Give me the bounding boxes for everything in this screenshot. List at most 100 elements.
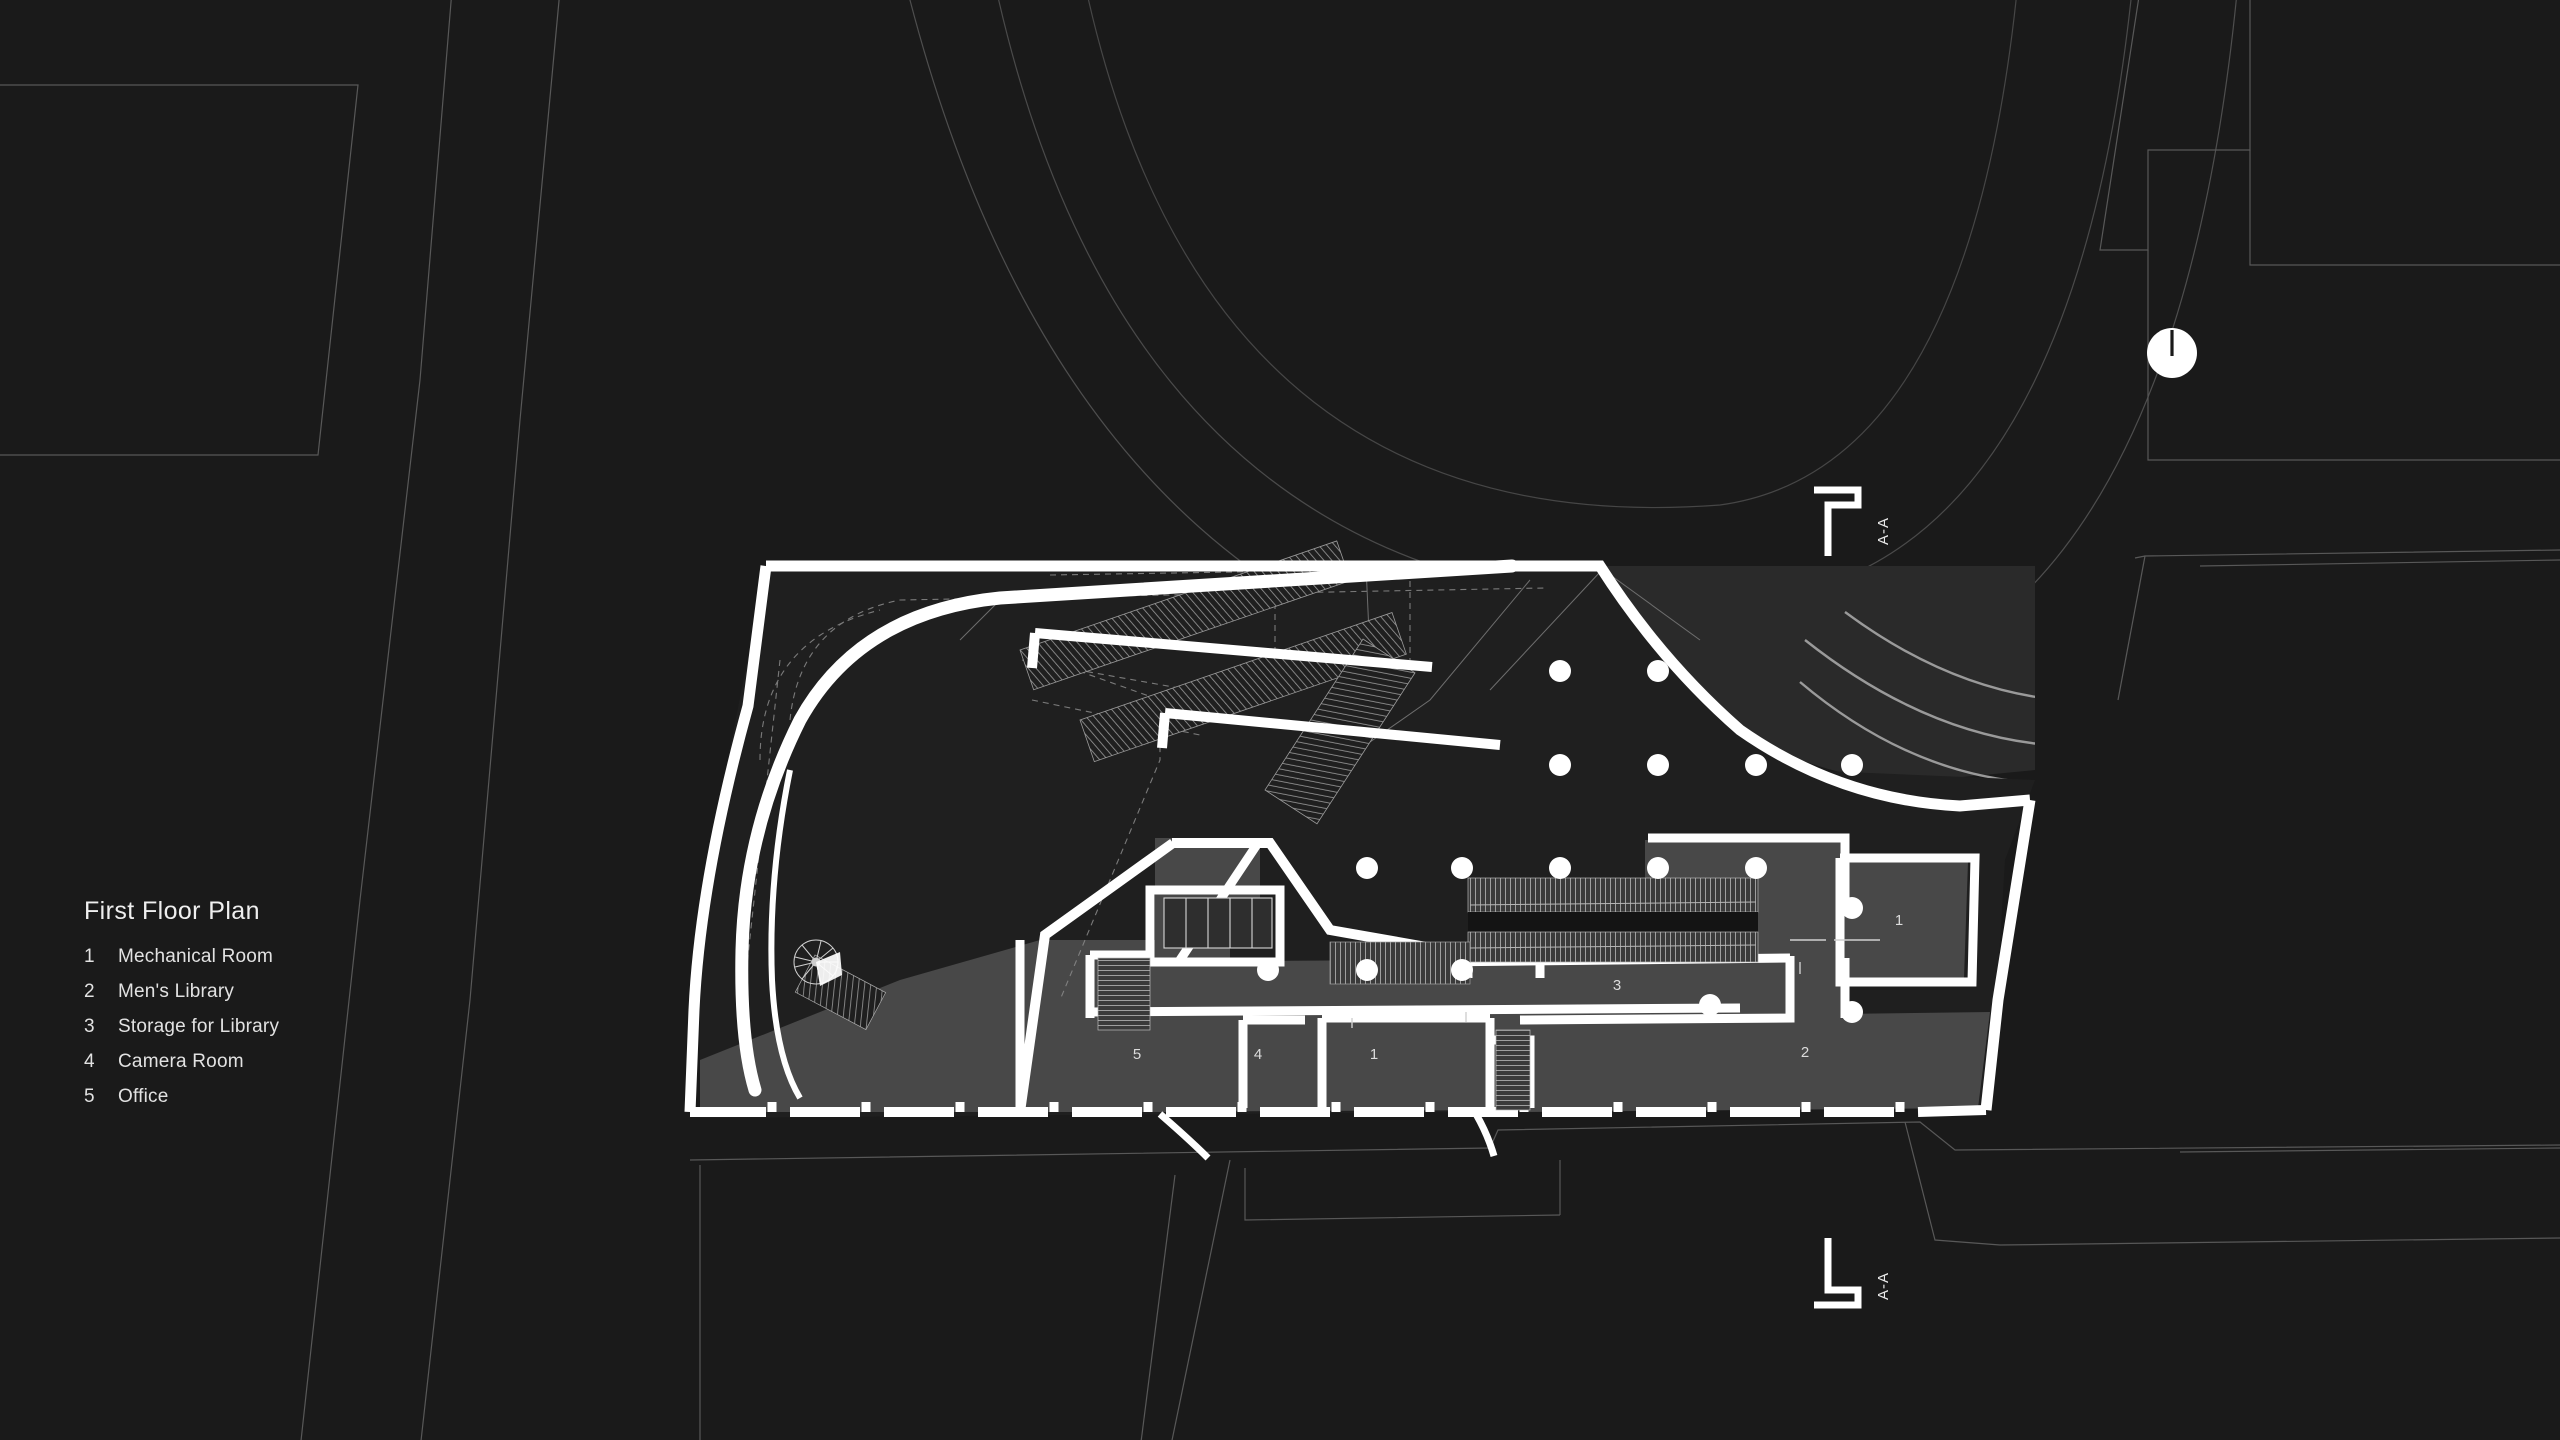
plan-room-tag: 1 <box>1895 912 1903 929</box>
legend-item-number: 1 <box>84 946 95 967</box>
wall-storage-east <box>1519 956 1795 1025</box>
legend-item-label: Storage for Library <box>118 1016 280 1037</box>
legend-item-label: Office <box>118 1086 169 1107</box>
door-openings <box>1351 939 1880 1028</box>
column <box>1745 754 1767 776</box>
legend-item-number: 2 <box>84 981 95 1002</box>
context-parcel-topleft <box>0 84 359 456</box>
legend-item: 5 Office <box>84 1086 279 1121</box>
legend-list: 1 Mechanical Room 2 Men's Library 3 Stor… <box>84 946 279 1121</box>
wall-ramp-edge-1 <box>1034 628 1433 672</box>
legend-item-number: 3 <box>84 1016 95 1037</box>
wall-outer-envelope <box>766 560 2031 812</box>
context-line-right-2 <box>2147 250 2560 461</box>
context-line-bottom-8 <box>1999 1237 2560 1246</box>
plaza-terrace-fill <box>1598 566 2035 783</box>
context-line-bottom-3 <box>1244 1168 1561 1221</box>
column <box>1647 857 1669 879</box>
stair-left-diagonal <box>794 954 887 1031</box>
context-line-right-4 <box>2117 555 2146 701</box>
plan-room-tag: 1 <box>1370 1046 1378 1063</box>
context-line-bottom-1 <box>689 1121 2560 1161</box>
legend-item: 4 Camera Room <box>84 1051 279 1086</box>
column <box>1549 754 1571 776</box>
north-arrow-icon <box>2147 328 2197 378</box>
spiral-stair-icon <box>793 939 842 986</box>
column <box>1841 897 1863 919</box>
context-line-right-1 <box>2249 150 2560 266</box>
stair-bottom-centre <box>1495 1029 1531 1111</box>
stair-treads-left-ext <box>1329 941 1471 985</box>
context-line-right-3 <box>2134 549 2560 559</box>
plan-room-tag: 4 <box>1254 1046 1262 1063</box>
column <box>1451 959 1473 981</box>
legend-item: 2 Men's Library <box>84 981 279 1016</box>
page-title: First Floor Plan <box>84 897 260 925</box>
column <box>1549 660 1571 682</box>
wall-outer-bottom-right <box>1980 799 2036 1111</box>
section-label-bottom: A-A <box>1875 1271 1892 1300</box>
context-line-left-1 <box>300 0 452 1440</box>
legend-item-label: Camera Room <box>118 1051 244 1072</box>
context-arc-2 <box>998 0 2132 604</box>
column <box>1699 994 1721 1016</box>
wall-ramp-edge-4 <box>1157 712 1170 749</box>
context-line-bottom-7 <box>1171 1159 1231 1440</box>
stair-direction-line <box>1469 901 1757 906</box>
wall-corridor-south <box>1089 1003 1741 1017</box>
legend-item-label: Mechanical Room <box>118 946 274 967</box>
wall-core-box <box>1145 885 1285 967</box>
wall-angled-diagonal <box>1015 838 1176 1113</box>
wall-camera-room <box>1238 1015 1305 1108</box>
context-line-bottom-5 <box>1904 1121 2001 1246</box>
wall-entry-canopy <box>1157 1111 1211 1161</box>
wall-ramp-edge-3 <box>1164 708 1501 750</box>
plan-room-number-tags: 5 4 1 3 2 1 <box>1133 912 1903 1063</box>
core-fixed-furniture <box>1163 897 1273 949</box>
context-line-bottom-9 <box>2179 1147 2560 1153</box>
wall-ramp-edge-2 <box>1027 632 1040 669</box>
column <box>1841 1001 1863 1023</box>
wall-small-stair-enclosure <box>1085 950 1150 1018</box>
stair-direction-line-2 <box>1469 944 1757 949</box>
stair-core-small <box>1097 957 1151 1031</box>
plan-room-tag: 5 <box>1133 1046 1141 1063</box>
wall-bottom-curtain <box>690 1105 1987 1117</box>
secondary-stairs <box>794 954 1531 1111</box>
legend-item-number: 5 <box>84 1086 95 1107</box>
column <box>1745 857 1767 879</box>
column <box>1257 959 1279 981</box>
wall-lobby-box <box>1648 833 1850 900</box>
wall-entry-canopy-2 <box>1472 1112 1498 1157</box>
section-label-top: A-A <box>1875 516 1892 545</box>
column <box>1356 857 1378 879</box>
section-marker-top[interactable] <box>1814 486 1862 556</box>
legend-item: 1 Mechanical Room <box>84 946 279 981</box>
floor-slab-lower-left <box>700 940 1090 1112</box>
legend-panel: First Floor Plan 1 Mechanical Room 2 Men… <box>84 897 279 1121</box>
legend-item: 3 Storage for Library <box>84 1016 279 1051</box>
central-stair-block <box>1329 877 1759 985</box>
floor-slab-mech-right <box>1840 862 1968 978</box>
floor-plan-body: 5 4 1 3 2 1 <box>684 540 2036 1161</box>
wall-auditorium-curve <box>735 559 1519 1097</box>
context-line-right-5 <box>2199 559 2560 567</box>
wall-auditorium-inner-curve <box>768 769 803 1100</box>
column <box>1549 857 1571 879</box>
legend-item-label: Men's Library <box>118 981 235 1002</box>
plan-room-tag: 3 <box>1613 977 1621 994</box>
structural-columns <box>1257 660 1863 1023</box>
section-marker-bottom[interactable] <box>1814 1238 1862 1309</box>
legend-item-number: 4 <box>84 1051 95 1072</box>
column <box>1647 660 1669 682</box>
column <box>1451 857 1473 879</box>
column <box>1841 754 1863 776</box>
floor-slab-mens-library <box>1528 1012 1990 1112</box>
column <box>1356 959 1378 981</box>
context-line-bottom-6 <box>1140 1174 1176 1440</box>
context-arc-3 <box>1087 0 2017 509</box>
wall-outer-left <box>684 565 772 1113</box>
